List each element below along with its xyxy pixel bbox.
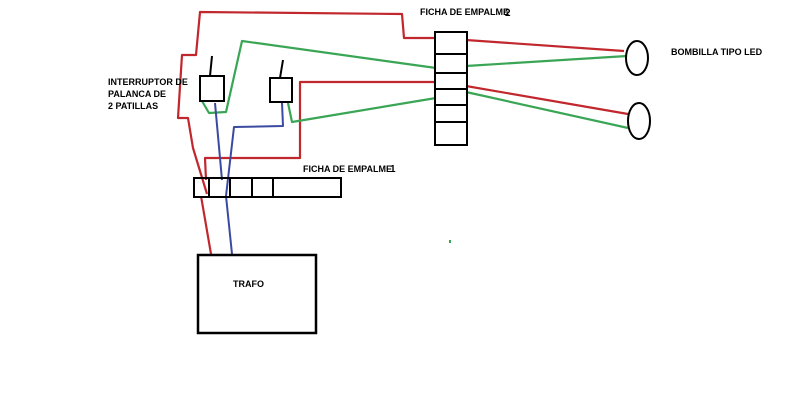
stray-mark — [449, 240, 451, 243]
switch-1-body — [199, 75, 225, 102]
label-ficha-2-number: 2 — [505, 8, 511, 19]
label-ficha-2: FICHA DE EMPALME — [420, 7, 509, 17]
green-wires — [201, 39, 629, 130]
green-wire-switch-2 — [286, 96, 437, 124]
switch-2 — [269, 59, 293, 103]
switch-2-body — [269, 77, 293, 103]
label-interruptor-line-3: 2 PATILLAS — [108, 101, 158, 111]
label-ficha-1-number: 1 — [390, 164, 396, 175]
blue-wire-switch-1 — [214, 102, 223, 181]
blue-wires — [214, 102, 284, 255]
switch-1-lever — [209, 55, 213, 77]
blue-wire-switch-2 — [225, 102, 284, 255]
label-interruptor-line-1: INTERRUPTOR DE — [108, 77, 188, 87]
label-ficha-1: FICHA DE EMPALME — [303, 164, 392, 174]
red-wire-to-trafo — [199, 195, 213, 255]
switch-2-lever — [279, 59, 284, 79]
green-wire-switch-1 — [201, 39, 437, 115]
red-wire-to-bulb-2 — [465, 84, 629, 116]
terminal-block-1 — [193, 177, 342, 198]
red-wire-top-loop — [176, 10, 436, 195]
red-wire-to-bulb-1 — [465, 38, 625, 53]
transformer-box — [196, 253, 318, 335]
bulb-1 — [625, 40, 649, 76]
label-bombilla: BOMBILLA TIPO LED — [671, 47, 763, 57]
green-wire-to-bulb-2 — [465, 90, 629, 130]
bulb-2 — [627, 102, 651, 140]
green-wire-to-bulb-1 — [465, 54, 628, 68]
red-wire-from-switch-2 — [203, 80, 436, 181]
label-trafo: TRAFO — [233, 279, 264, 289]
switch-1 — [199, 55, 225, 102]
terminal-block-2 — [434, 31, 468, 146]
red-wires — [176, 10, 629, 255]
label-interruptor-line-2: PALANCA DE — [108, 89, 166, 99]
